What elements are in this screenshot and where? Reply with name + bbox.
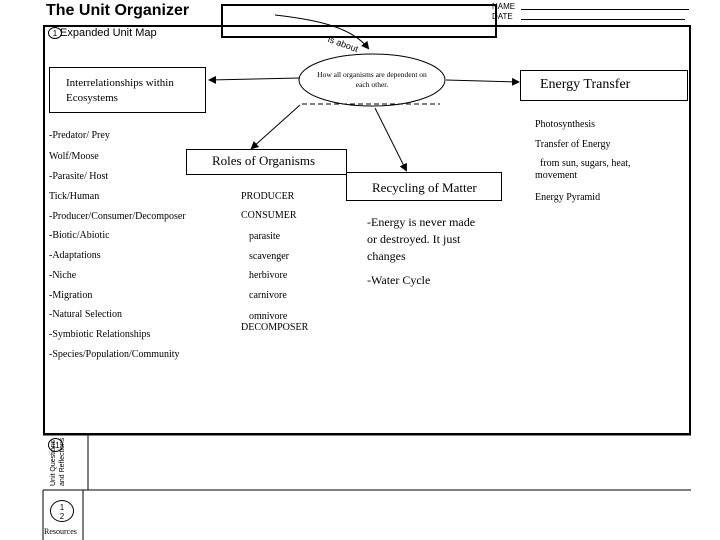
expanded-unit-map-panel [43,25,691,435]
list-item: Tick/Human [49,191,100,202]
energy-transfer-box [520,70,688,101]
energy-transfer-title: Energy Transfer [540,77,631,92]
page-title: The Unit Organizer [46,2,190,19]
list-item: Photosynthesis [535,119,596,130]
list-item: scavenger [249,251,289,262]
unit-questions-area[interactable] [89,436,689,489]
list-item: -Water Cycle [367,273,431,287]
list-item: -Niche [49,270,77,281]
unit-questions-label: Unit Questions and Reflections [50,437,66,486]
section-number-1: 1 [48,27,62,39]
date-line[interactable] [521,19,685,20]
name-line[interactable] [521,9,689,10]
interrelationships-box [49,67,206,113]
name-label: NAME [492,2,516,11]
recycling-of-matter-title: Recycling of Matter [372,180,477,195]
list-item: -Species/Population/Community [49,349,180,360]
interrelationships-title: Interrelationships within Ecosystems [66,77,174,104]
list-item: Wolf/Moose [49,151,99,162]
list-item: carnivore [249,290,287,301]
list-item: from sun, sugars, heat, movement [535,158,631,181]
list-item: -Symbiotic Relationships [49,329,151,340]
list-item: -Adaptations [49,250,101,261]
list-item: Transfer of Energy [535,139,611,150]
expanded-unit-map-label: Expanded Unit Map [60,27,157,39]
list-item: -Producer/Consumer/Decomposer [49,211,186,222]
roles-of-organisms-box [186,149,347,175]
center-oval-text: How all organisms are dependent on each … [317,70,427,89]
list-item: Energy Pyramid [535,192,601,203]
list-item: herbivore [249,270,288,281]
section-number-12-text: 12 [59,503,65,521]
list-item: -Migration [49,290,93,301]
recycling-of-matter-box [346,172,502,201]
list-item: CONSUMER [241,210,297,221]
list-item: -Biotic/Abiotic [49,230,110,241]
list-item: -Parasite/ Host [49,171,109,182]
list-item: omnivore [249,311,288,322]
section-number-11: 11 [48,438,63,452]
list-item: PRODUCER [241,191,295,202]
section-number-12: 12 [50,500,74,522]
resources-label: Resources [44,527,77,536]
list-item: parasite [249,231,281,242]
list-item: -Predator/ Prey [49,130,110,141]
roles-of-organisms-title: Roles of Organisms [212,153,316,168]
date-label: DATE [492,12,513,21]
unit-title-box[interactable] [221,4,497,38]
list-item: DECOMPOSER [241,322,309,333]
list-item: -Energy is never made or destroyed. It j… [367,215,476,263]
list-item: -Natural Selection [49,309,123,320]
